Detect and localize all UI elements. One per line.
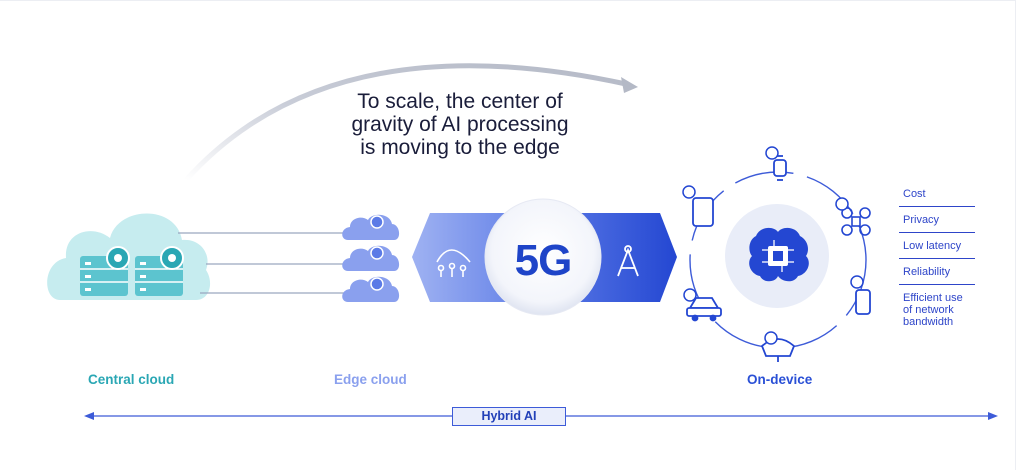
headline: To scale, the center of gravity of AI pr… (310, 90, 610, 159)
tablet-icon (692, 197, 714, 227)
on-device-hub (682, 146, 871, 362)
central-cloud-icon (47, 213, 211, 300)
ai-badge-icon (765, 146, 779, 160)
headline-line: is moving to the edge (360, 136, 560, 159)
headline-line: To scale, the center of (357, 90, 563, 113)
benefit-item: Privacy (899, 211, 975, 233)
car-icon (686, 297, 722, 322)
watch-icon (773, 155, 787, 181)
cloud-connectors (178, 232, 348, 294)
benefit-label: of network (903, 304, 954, 316)
headline-line: gravity of AI processing (351, 113, 569, 136)
benefit-label: Low latency (903, 240, 962, 252)
benefit-item: Low latency (899, 237, 975, 259)
drone-icon (841, 207, 871, 236)
benefit-label: bandwidth (903, 316, 954, 328)
hybrid-ai-label: Hybrid AI (452, 407, 566, 426)
edge-cloud-label: Edge cloud (334, 372, 407, 387)
benefits-list: Cost Privacy Low latency Reliability Eff… (899, 185, 975, 338)
edge-cloud-icon (342, 214, 400, 302)
benefit-label: Efficient use (903, 292, 963, 304)
ai-brain-icon (749, 227, 809, 282)
shift-arrow (183, 63, 638, 183)
benefit-item: Cost (899, 185, 975, 207)
phone-icon (855, 289, 871, 315)
benefit-item: Efficient use of network bandwidth (899, 289, 975, 334)
network-5g-label: 5G (514, 236, 573, 285)
benefit-item: Reliability (899, 263, 975, 285)
on-device-label: On-device (747, 372, 813, 387)
signal-arcs-icon (436, 249, 471, 277)
cell-tower-icon (617, 245, 639, 277)
benefit-label: Cost (903, 188, 926, 200)
benefit-label: Reliability (903, 266, 951, 278)
central-cloud-label: Central cloud (88, 372, 175, 387)
benefit-label: Privacy (903, 214, 940, 226)
network-band (412, 198, 677, 316)
